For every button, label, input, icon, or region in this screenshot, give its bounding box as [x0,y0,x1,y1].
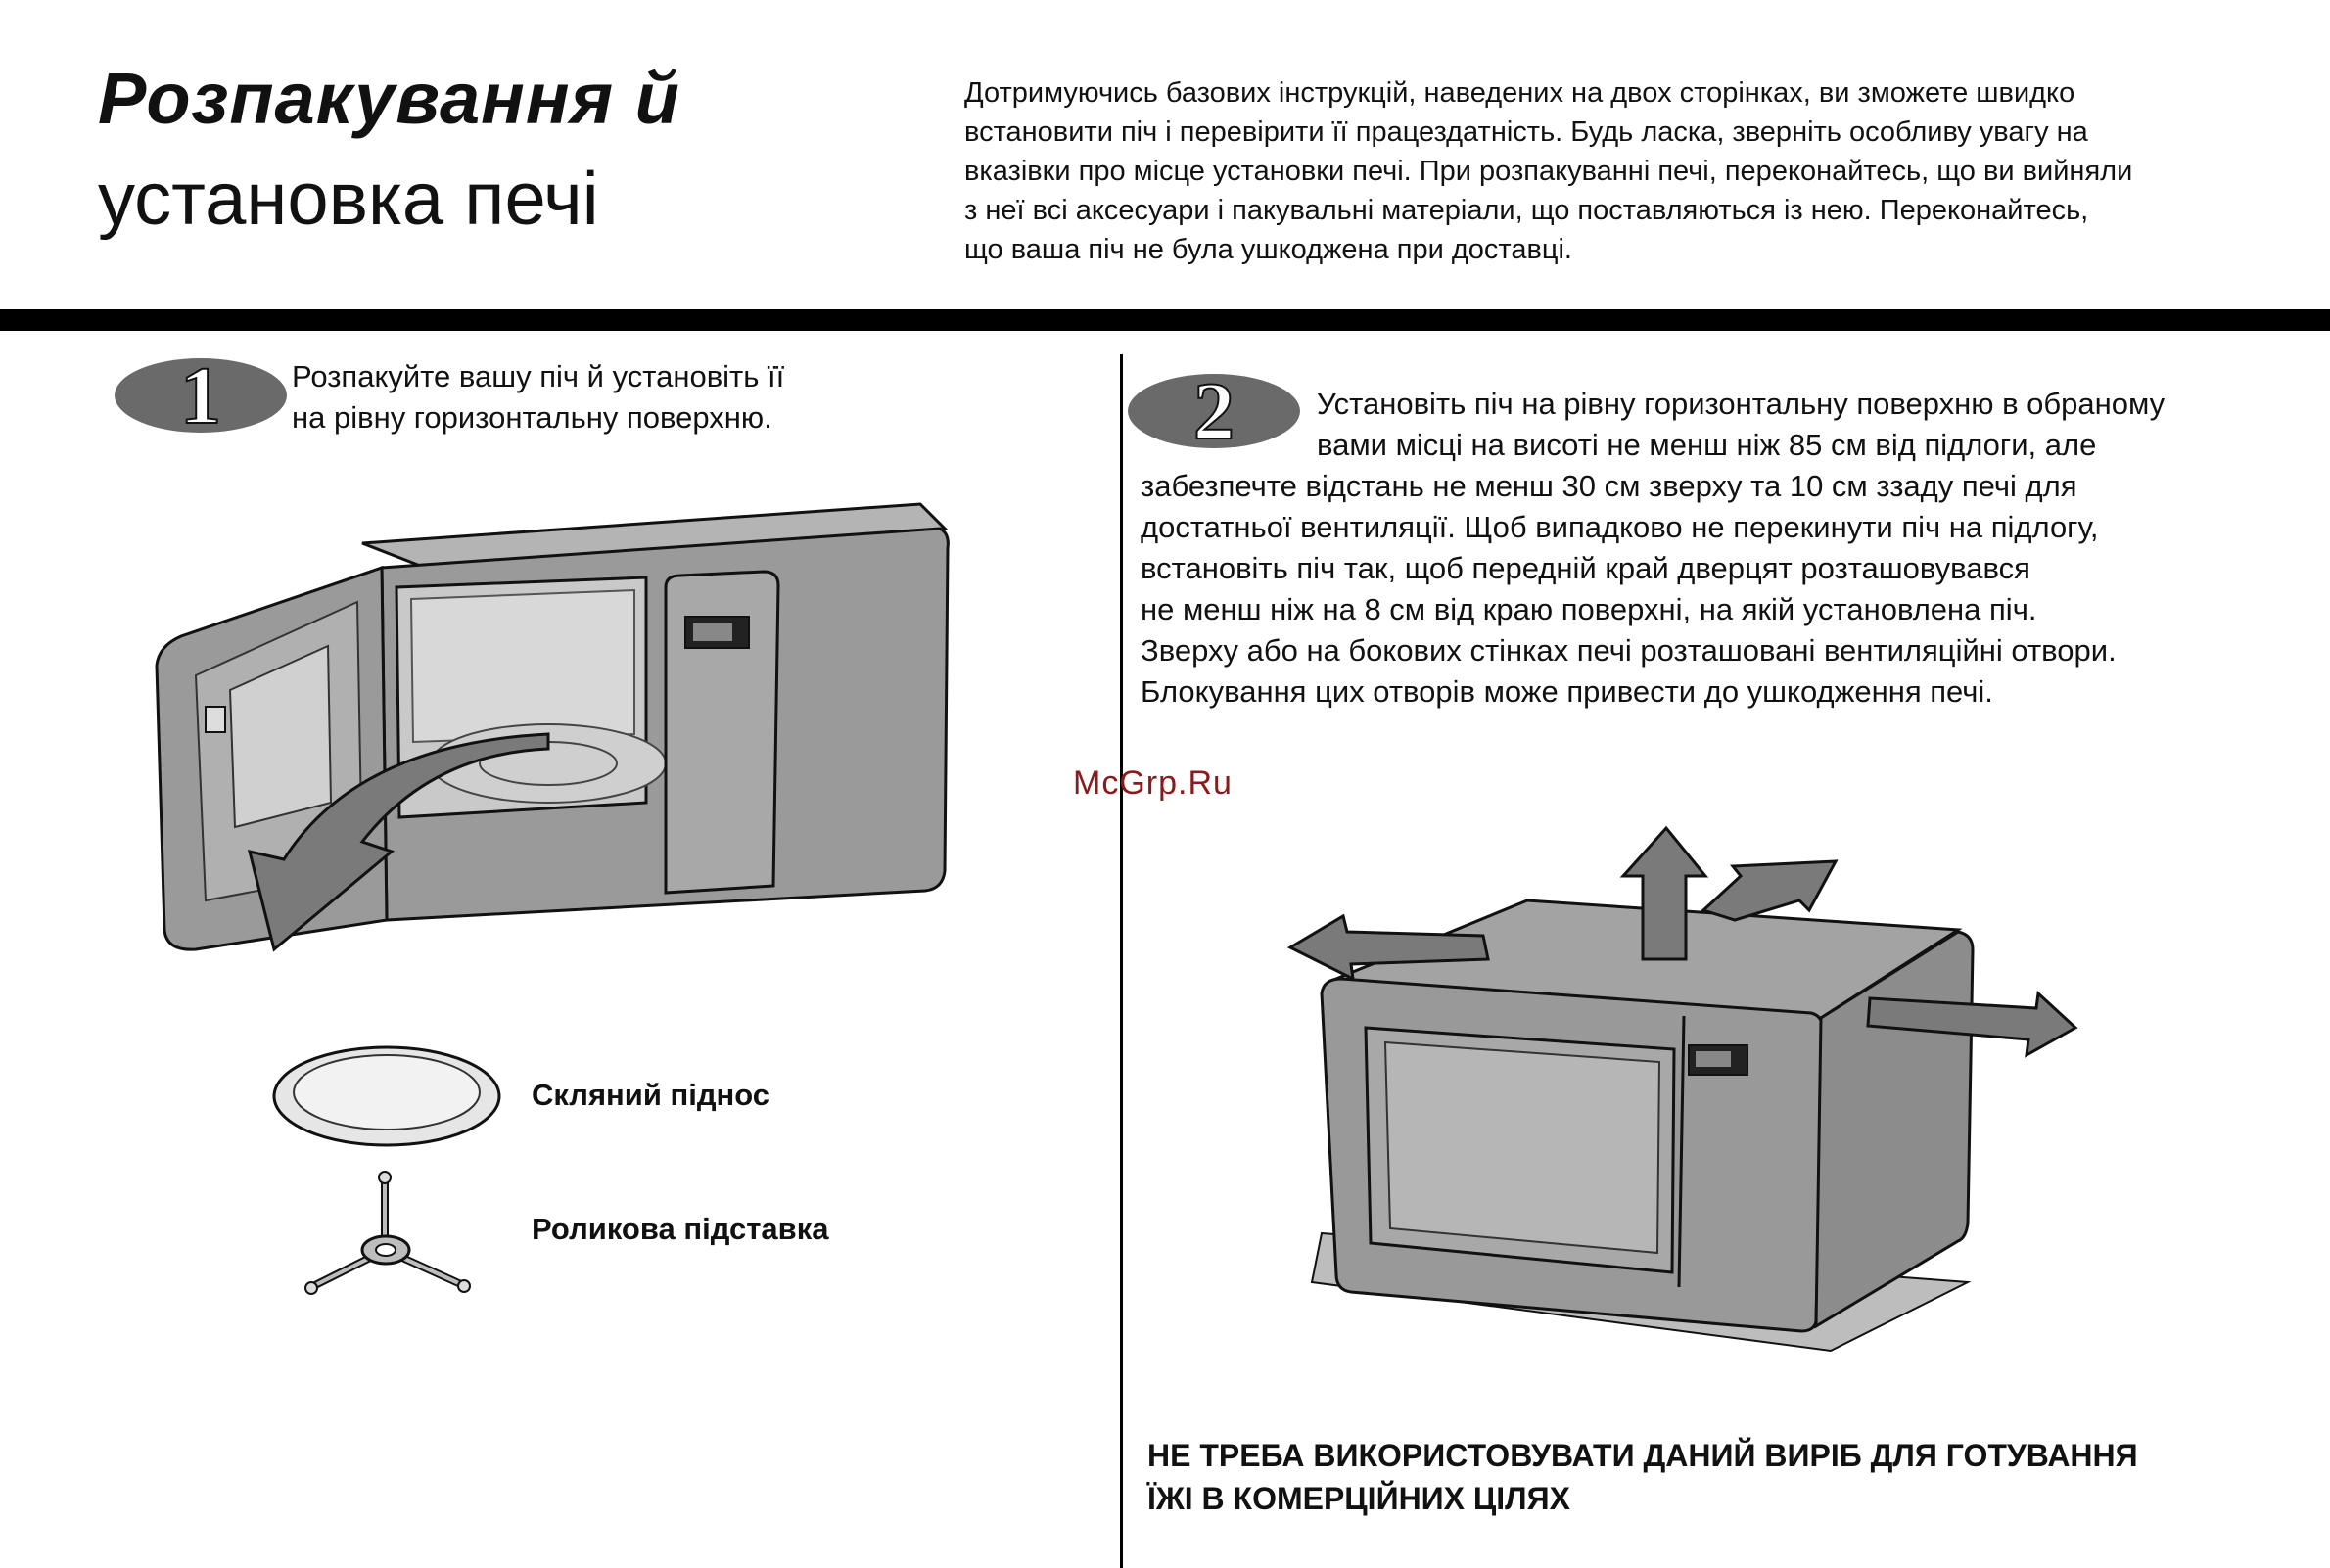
step2-badge: 2 [1128,365,1300,458]
step2-instructions: Установіть піч на рівну горизонтальну по… [1141,384,2165,713]
step2-number: 2 [1193,366,1235,457]
step2-line: не менш ніж на 8 см від краю поверхні, н… [1141,592,2037,626]
step2-line: Установіть піч на рівну горизонтальну по… [1317,387,2166,421]
step1-line: на рівну горизонтальну поверхню. [292,400,772,435]
step2-line: Блокування цих отворів може привести до … [1141,674,1993,709]
intro-line: що ваша піч не була ушкоджена при достав… [964,234,1572,265]
ventilation-clearance-illustration [1286,825,2078,1353]
step2-line: Зверху або на бокових стінках печі розта… [1141,633,2117,668]
intro-line: встановити піч і перевірити її працездат… [964,116,2088,148]
step1-number: 1 [180,350,221,441]
intro-paragraph: Дотримуючись базових інструкцій, наведен… [964,73,2266,269]
step2-line: вами місці на висоті не менш ніж 85 см в… [1317,428,2097,462]
glass-tray-label: Скляний піднос [532,1078,770,1112]
watermark-text: McGrp.Ru [1073,764,1233,802]
step2-line: забезпечте відстань не менш 30 см зверху… [1141,469,2077,503]
commercial-use-warning: НЕ ТРЕБА ВИКОРИСТОВУВАТИ ДАНИЙ ВИРІБ ДЛЯ… [1147,1434,2138,1520]
glass-tray-icon [272,1045,501,1147]
column-divider [1120,354,1123,1568]
step1-badge: 1 [115,349,287,442]
header-divider [0,309,2330,331]
open-microwave-illustration [155,502,950,952]
page-subtitle: установка печі [98,158,599,241]
step1-line: Розпакуйте вашу піч й установіть її [292,359,785,393]
step2-line: достатньої вентиляції. Щоб випадково не … [1141,510,2099,544]
warning-line: НЕ ТРЕБА ВИКОРИСТОВУВАТИ ДАНИЙ ВИРІБ ДЛЯ… [1147,1438,2138,1473]
step2-line: встановіть піч так, щоб передній край дв… [1141,551,2030,585]
roller-ring-icon [304,1171,471,1295]
intro-line: Дотримуючись базових інструкцій, наведен… [964,77,2075,109]
roller-ring-label: Роликова підставка [532,1212,829,1246]
step1-instructions: Розпакуйте вашу піч й установіть її на р… [292,356,784,438]
intro-line: вказівки про місце установки печі. При р… [964,156,2133,187]
page-title: Розпакування й [98,58,680,139]
warning-line: ЇЖІ В КОМЕРЦІЙНИХ ЦІЛЯХ [1147,1481,1570,1516]
intro-line: з неї всі аксесуари і пакувальні матеріа… [964,195,2089,226]
